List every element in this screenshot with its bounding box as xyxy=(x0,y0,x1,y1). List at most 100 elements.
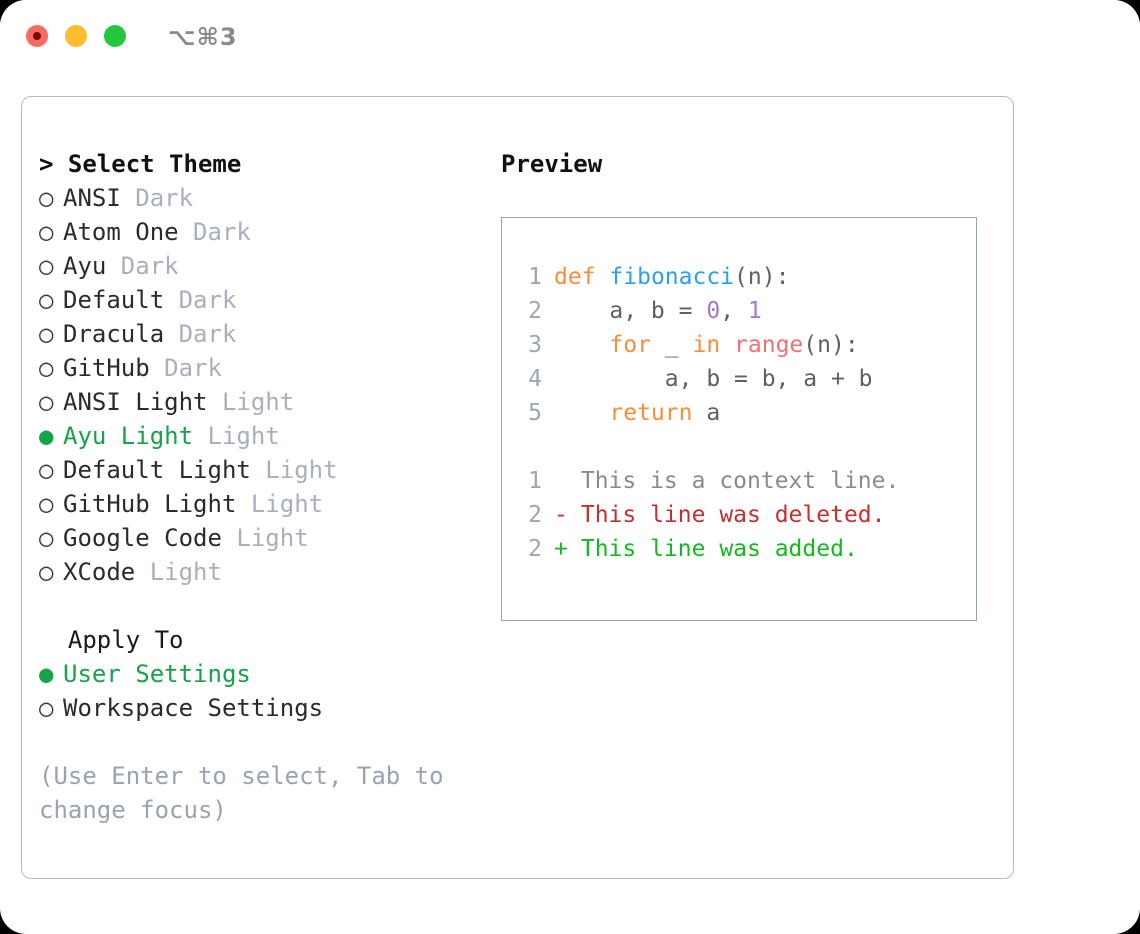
apply-to-option-workspace-settings[interactable]: ○ Workspace Settings xyxy=(39,691,479,725)
theme-option-label: GitHub Light xyxy=(63,490,237,518)
diff-line-add: 2 + This line was added. xyxy=(516,532,976,566)
theme-option-ansi-light[interactable]: ○ ANSI Light Light xyxy=(39,385,479,419)
theme-list: ○ANSI Dark○Atom One Dark○Ayu Dark○Defaul… xyxy=(39,181,479,589)
theme-option-ayu[interactable]: ○Ayu Dark xyxy=(39,249,479,283)
theme-option-tag: Light xyxy=(250,456,338,484)
code-token-plain: a, b = b, a + b xyxy=(554,366,873,392)
code-line: 2 a, b = 0, 1 xyxy=(516,294,976,328)
theme-option-dracula[interactable]: ○Dracula Dark xyxy=(39,317,479,351)
apply-to-list: ● User Settings ○ Workspace Settings xyxy=(39,657,479,725)
theme-option-tag: Dark xyxy=(164,320,237,348)
radio-selected-icon: ● xyxy=(39,660,54,688)
prompt-caret-icon: > xyxy=(39,150,68,178)
theme-option-label: GitHub xyxy=(63,354,150,382)
code-line: 1 def fibonacci(n): xyxy=(516,260,976,294)
radio-unselected-icon: ○ xyxy=(39,558,54,586)
maximize-button[interactable] xyxy=(104,25,126,47)
radio-unselected-icon: ○ xyxy=(39,490,54,518)
code-token-plain: a xyxy=(692,400,721,426)
recording-dot-icon xyxy=(33,32,41,40)
code-token-kw: for xyxy=(609,332,651,358)
theme-option-label: ANSI xyxy=(63,184,121,212)
theme-option-default[interactable]: ○Default Dark xyxy=(39,283,479,317)
code-line-number: 2 xyxy=(528,298,542,324)
diff-line-text: This is a context line. xyxy=(567,468,900,494)
apply-to-option-label: User Settings xyxy=(63,660,251,688)
theme-option-label: Atom One xyxy=(63,218,179,246)
select-theme-heading: > Select Theme xyxy=(39,147,479,181)
radio-unselected-icon: ○ xyxy=(39,320,54,348)
code-token-num: 0 xyxy=(706,298,721,324)
theme-option-tag: Dark xyxy=(120,184,194,212)
theme-option-xcode[interactable]: ○ XCode Light xyxy=(39,555,479,589)
code-token-kw: return xyxy=(609,400,693,426)
code-token-fn: fibonacci xyxy=(609,264,735,290)
diff-line-number: 2 xyxy=(528,536,542,562)
code-token-punct: (n): xyxy=(803,332,859,358)
theme-option-tag: Light xyxy=(207,388,295,416)
radio-unselected-icon: ○ xyxy=(39,524,54,552)
diff-line-number: 2 xyxy=(528,502,542,528)
select-theme-heading-label: Select Theme xyxy=(67,150,242,178)
code-token-built: range xyxy=(734,332,804,358)
code-token-kw: def xyxy=(554,264,596,290)
code-line-number: 3 xyxy=(528,332,542,358)
theme-option-github-light[interactable]: ○GitHub Light Light xyxy=(39,487,479,521)
radio-unselected-icon: ○ xyxy=(39,694,54,722)
theme-option-label: Google Code xyxy=(63,524,222,552)
diff-line-del: 2- This line was deleted. xyxy=(516,498,976,532)
code-token-plain xyxy=(554,332,609,358)
theme-selector-panel: > Select Theme ○ANSI Dark○Atom One Dark○… xyxy=(39,147,479,827)
radio-unselected-icon: ○ xyxy=(39,286,54,314)
diff-line-text: This line was deleted. xyxy=(567,502,886,528)
minimize-button[interactable] xyxy=(65,25,87,47)
diff-line-text: This line was added. xyxy=(567,536,858,562)
diff-sign xyxy=(554,464,567,498)
theme-option-ayu-light[interactable]: ●Ayu Light Light xyxy=(39,419,479,453)
radio-unselected-icon: ○ xyxy=(39,388,54,416)
code-token-plain: a, b = xyxy=(554,298,707,324)
code-token-num: 1 xyxy=(747,298,762,324)
theme-option-label: XCode xyxy=(63,558,136,586)
theme-option-atom-one[interactable]: ○Atom One Dark xyxy=(39,215,479,249)
close-button[interactable] xyxy=(26,25,48,47)
code-token-plain xyxy=(720,332,734,358)
radio-unselected-icon: ○ xyxy=(39,252,54,280)
apply-to-option-label: Workspace Settings xyxy=(63,694,324,722)
code-token-plain: , xyxy=(720,298,748,324)
theme-option-tag: Light xyxy=(135,558,222,586)
apply-to-heading: Apply To xyxy=(39,626,184,654)
dialog-card: > Select Theme ○ANSI Dark○Atom One Dark○… xyxy=(21,96,1014,879)
theme-option-google-code[interactable]: ○ Google Code Light xyxy=(39,521,479,555)
code-line-number: 1 xyxy=(528,264,542,290)
theme-option-tag: Dark xyxy=(106,252,179,280)
apply-to-option-user-settings[interactable]: ● User Settings xyxy=(39,657,479,691)
diff-sample: 1 This is a context line.2- This line wa… xyxy=(516,464,976,566)
title-bar: ⌥⌘3 xyxy=(0,0,1140,78)
theme-option-default-light[interactable]: ○Default Light Light xyxy=(39,453,479,487)
theme-option-tag: Dark xyxy=(178,218,251,246)
theme-option-ansi[interactable]: ○ ANSI Dark xyxy=(39,181,479,215)
radio-unselected-icon: ○ xyxy=(39,184,54,212)
diff-line-ctx: 1 This is a context line. xyxy=(516,464,976,498)
code-token-plain: _ xyxy=(650,332,693,358)
theme-option-label: ANSI Light xyxy=(63,388,208,416)
code-line-number: 4 xyxy=(528,366,542,392)
code-line: 4 a, b = b, a + b xyxy=(516,362,976,396)
diff-sign: - xyxy=(554,502,568,528)
theme-option-tag: Light xyxy=(221,524,309,552)
code-line-number: 5 xyxy=(528,400,542,426)
theme-option-github[interactable]: ○GitHub Dark xyxy=(39,351,479,385)
theme-option-label: Default Light xyxy=(63,456,251,484)
theme-option-label: Default xyxy=(63,286,165,314)
diff-line-number: 1 xyxy=(528,468,542,494)
preview-title: Preview xyxy=(501,150,603,178)
keyboard-shortcut-label: ⌥⌘3 xyxy=(168,23,238,51)
diff-sign: + xyxy=(554,536,568,562)
code-line: 3 for _ in range(n): xyxy=(516,328,976,362)
code-token-punct: (n): xyxy=(734,264,790,290)
